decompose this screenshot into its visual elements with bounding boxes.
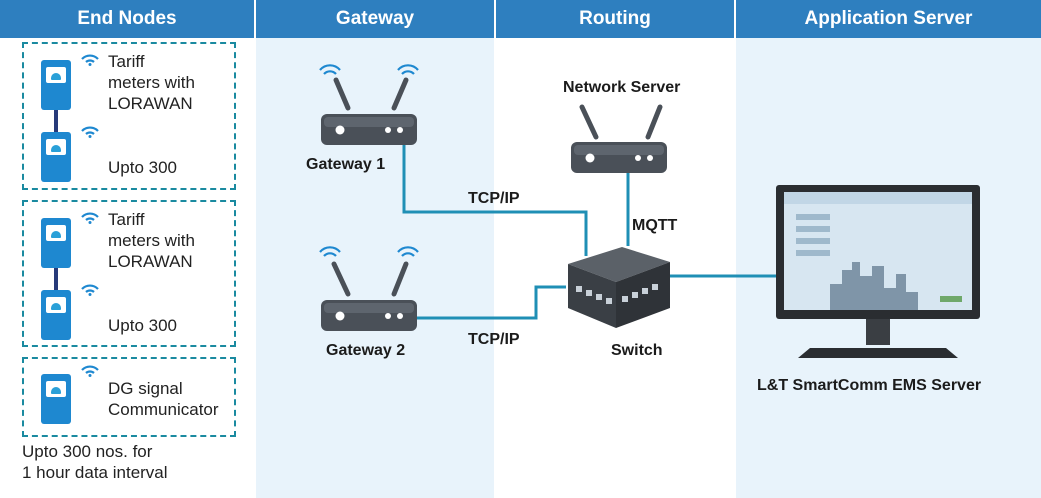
switch-device xyxy=(568,247,670,328)
tcpip-label-2: TCP/IP xyxy=(468,331,520,348)
header-gateway: Gateway xyxy=(256,0,494,38)
meter-icon xyxy=(41,374,71,424)
meter-icon xyxy=(41,290,71,340)
wifi-icon xyxy=(81,284,99,296)
header-application-server: Application Server xyxy=(736,0,1041,38)
gateway-2-label: Gateway 2 xyxy=(326,342,406,359)
switch-label: Switch xyxy=(611,342,663,359)
meter-link xyxy=(54,110,58,132)
wifi-icon xyxy=(81,54,99,66)
mqtt-label: MQTT xyxy=(632,217,678,234)
connection-lines xyxy=(402,140,780,320)
meter-link xyxy=(54,268,58,290)
end-nodes-footnote: Upto 300 nos. for 1 hour data interval xyxy=(22,442,168,482)
gateway-1-router xyxy=(319,64,419,145)
end-node-group-2-label: Tariff meters with LORAWAN xyxy=(108,210,195,271)
meter-icon xyxy=(41,218,71,268)
ems-server-label: L&T SmartComm EMS Server xyxy=(757,377,982,394)
header-end-nodes: End Nodes xyxy=(0,0,254,38)
end-node-group-3-label: DG signal Communicator xyxy=(108,379,219,419)
meter-icon xyxy=(41,60,71,110)
tcpip-label-1: TCP/IP xyxy=(468,190,520,207)
wifi-icon xyxy=(81,365,99,377)
meter-icon xyxy=(41,132,71,182)
ems-server-monitor xyxy=(776,185,980,358)
header-routing: Routing xyxy=(496,0,734,38)
gateway-1-label: Gateway 1 xyxy=(306,156,386,173)
end-node-group-1-count: Upto 300 xyxy=(108,158,177,177)
wifi-icon xyxy=(81,212,99,224)
link-gateway1-switch xyxy=(402,140,588,256)
end-node-group-2-count: Upto 300 xyxy=(108,316,177,335)
network-server-label: Network Server xyxy=(563,79,681,96)
network-server-router xyxy=(571,104,667,173)
link-gateway2-switch xyxy=(416,285,566,320)
end-node-group-1-label: Tariff meters with LORAWAN xyxy=(108,52,195,113)
gateway-2-router xyxy=(319,246,419,331)
wifi-icon xyxy=(81,126,99,138)
